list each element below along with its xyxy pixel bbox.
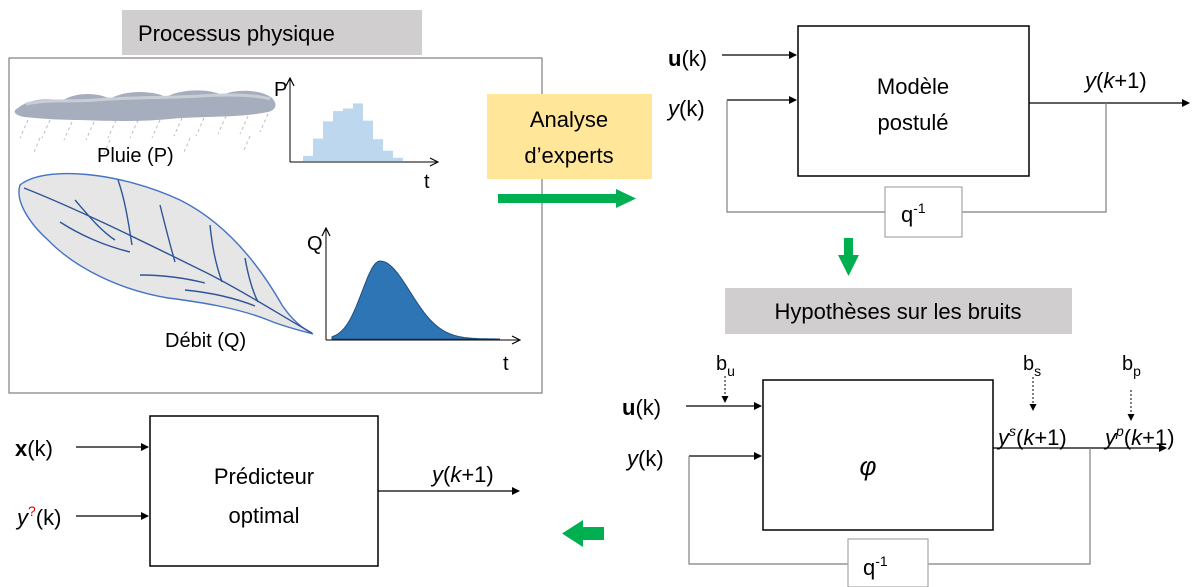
rainfall-x-label: t	[424, 171, 430, 193]
phi-input-y: y(k)	[625, 446, 664, 471]
postulated-model-line2: postulé	[878, 110, 949, 135]
optimal-predictor-block: Prédicteur optimal	[149, 415, 379, 567]
model-feedback-line	[962, 103, 1107, 213]
phi-delay-block: q-1	[847, 538, 929, 587]
model-delay-label: q-1	[901, 200, 926, 227]
phi-feedback-line	[928, 448, 1091, 565]
flow-chart: Q t	[307, 228, 520, 375]
rainfall-y-label: P	[274, 79, 287, 101]
phi-output-ys: ys(k+1)	[996, 423, 1067, 450]
rainfall-bar	[353, 103, 363, 161]
rainfall-chart: P t	[274, 78, 438, 193]
physical-process-title-text: Processus physique	[138, 21, 335, 46]
expert-analysis-line2: d’experts	[524, 143, 613, 168]
rainfall-bar	[343, 108, 353, 161]
flow-hydrograph-area	[331, 260, 500, 340]
green-arrow-down	[838, 238, 859, 276]
rain-label: Pluie (P)	[97, 145, 174, 167]
phi-symbol: φ	[860, 451, 877, 481]
noise-hypotheses-label: Hypothèses sur les bruits	[725, 288, 1072, 334]
model-output-label: y(k+1)	[1083, 68, 1147, 93]
phi-feedback-return	[688, 456, 848, 565]
rainfall-bar	[323, 121, 333, 161]
model-feedback-return	[726, 100, 885, 213]
optimal-predictor-line1: Prédicteur	[214, 464, 314, 489]
physical-process-title: Processus physique	[122, 10, 422, 55]
rainfall-bar	[363, 120, 373, 161]
rainfall-bar	[303, 155, 313, 161]
phi-output-yp: yp(k+1)	[1103, 423, 1175, 450]
flow-x-label: t	[503, 353, 509, 375]
rainfall-bar	[313, 138, 323, 161]
noise-hypotheses-text: Hypothèses sur les bruits	[775, 299, 1022, 324]
expert-analysis-box: Analyse d’experts	[487, 94, 652, 179]
noise-bs-label: bs	[1023, 353, 1041, 379]
rainfall-bars	[303, 103, 403, 161]
green-arrow-left	[562, 520, 604, 547]
expert-analysis-line1: Analyse	[530, 107, 608, 132]
phi-model-block: φ	[762, 379, 994, 531]
rainfall-bar	[373, 139, 383, 161]
model-delay-block: q-1	[884, 186, 963, 238]
flow-y-label: Q	[307, 233, 323, 255]
rainfall-bar	[393, 157, 403, 161]
green-arrow-right	[498, 189, 636, 208]
phi-input-u: u(k)	[622, 395, 661, 420]
predictor-input-x: x(k)	[15, 436, 53, 461]
predictor-output-label: y(k+1)	[430, 462, 494, 487]
optimal-predictor-line2: optimal	[229, 503, 300, 528]
model-input-y: y(k)	[666, 96, 705, 121]
rain-cloud-illustration	[14, 90, 276, 155]
model-input-u: u(k)	[668, 46, 707, 71]
noise-bp-label: bp	[1122, 353, 1141, 379]
noise-bu-label: bu	[716, 353, 735, 379]
question-mark-superscript: ?	[28, 503, 36, 519]
rainfall-bar	[383, 150, 393, 161]
predictor-input-y: y?(k)	[15, 503, 61, 530]
catchment-illustration	[18, 172, 314, 335]
phi-delay-label: q-1	[863, 553, 888, 580]
rainfall-bar	[333, 111, 343, 161]
postulated-model-block: Modèle postulé	[797, 25, 1030, 177]
flow-label: Débit (Q)	[165, 330, 246, 352]
postulated-model-line1: Modèle	[877, 74, 949, 99]
